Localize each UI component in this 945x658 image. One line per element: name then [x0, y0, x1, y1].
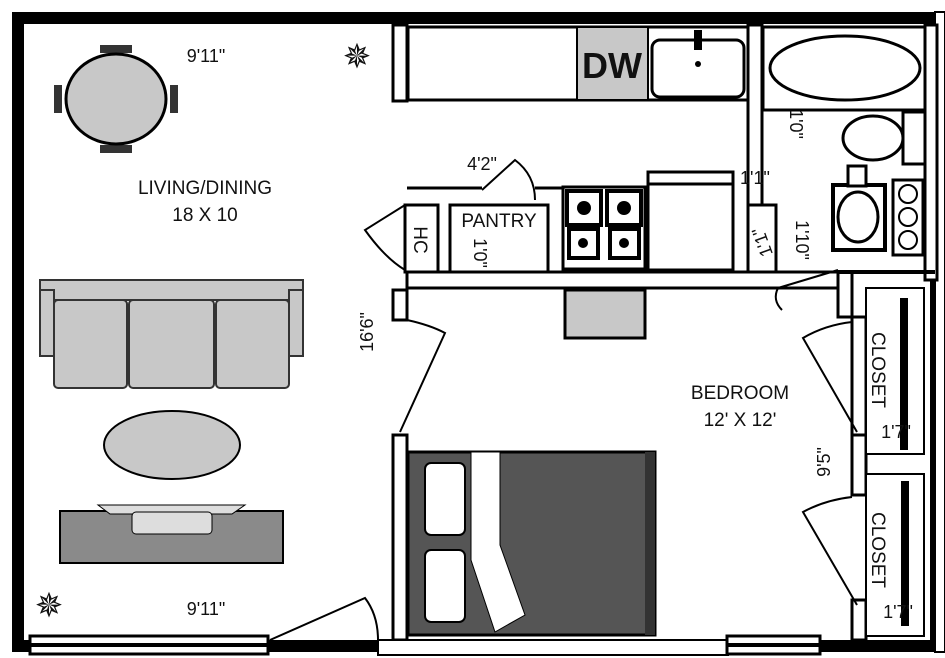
wall-segment — [391, 23, 409, 103]
right-wall — [934, 11, 945, 653]
stove — [561, 185, 647, 271]
closet-1: CLOSET 1'7" — [865, 287, 925, 455]
towel-roll — [898, 184, 918, 204]
ottoman — [103, 410, 241, 480]
kitchen-wall — [405, 270, 844, 290]
faucet-icon — [694, 30, 702, 50]
bath-dimension-c: 1'10" — [792, 220, 812, 260]
towel-roll — [898, 207, 918, 227]
wall-segment — [850, 598, 868, 642]
dishwasher — [576, 26, 649, 101]
bedroom-side-dimension: 9'5" — [814, 447, 834, 477]
plant-icon: ✵ — [343, 38, 372, 76]
living-side-dimension: 16'6" — [357, 312, 377, 352]
towel-roll — [898, 230, 918, 250]
tv-console — [59, 504, 284, 564]
linen-closet — [746, 203, 778, 274]
bath-sink — [836, 190, 880, 244]
fridge-dimension: 1'1" — [740, 168, 770, 188]
closet-label: CLOSET — [867, 332, 888, 408]
bath-wall — [923, 23, 939, 282]
wall-segment — [850, 433, 868, 497]
wall-segment — [391, 288, 409, 322]
pantry-label: PANTRY — [461, 211, 537, 232]
living-bottom-dimension: 9'11" — [187, 599, 226, 619]
living-room-label: LIVING/DINING — [138, 178, 272, 199]
wall-segment — [391, 433, 409, 642]
bottom-wall — [377, 639, 729, 656]
bedroom-cabinet — [563, 288, 647, 340]
sofa — [39, 279, 304, 389]
refrigerator — [646, 170, 735, 272]
bedroom-door[interactable] — [399, 319, 447, 433]
living-room-size: 18 X 10 — [172, 205, 238, 226]
hc-label: HC — [409, 226, 430, 253]
bed — [406, 450, 657, 637]
bathtub-basin — [768, 34, 922, 102]
toilet — [841, 114, 905, 162]
closet-label: CLOSET — [867, 512, 888, 588]
entry-door[interactable] — [269, 596, 379, 641]
bedroom-label: BEDROOM — [691, 383, 789, 404]
toilet-tank — [901, 110, 927, 166]
hc-door[interactable] — [363, 204, 406, 271]
wall-segment — [850, 315, 868, 437]
closet-dimension: 1'7" — [881, 422, 911, 442]
dishwasher-label: DW — [582, 45, 642, 86]
closet-door[interactable] — [801, 496, 858, 606]
pantry — [448, 203, 550, 274]
closet-2: CLOSET 1'7" — [865, 473, 925, 637]
closet-dimension: 1'7" — [883, 602, 913, 622]
bath-faucet — [846, 164, 868, 188]
plant-icon: ✵ — [35, 587, 64, 625]
closet-door[interactable] — [801, 321, 858, 433]
dining-table — [54, 45, 178, 153]
bedroom-size: 12' X 12' — [704, 410, 777, 431]
bath-dimension-a: 1'0" — [786, 109, 806, 139]
pantry-door[interactable] — [481, 158, 536, 201]
wall-segment — [836, 270, 854, 319]
living-top-dimension: 9'11" — [187, 46, 226, 66]
drain-icon — [695, 61, 701, 67]
hc-closet — [403, 203, 440, 274]
pantry-dimension: 1'0" — [470, 238, 490, 268]
pantry-door-dimension: 4'2" — [467, 154, 497, 174]
bath-door[interactable] — [774, 269, 839, 311]
